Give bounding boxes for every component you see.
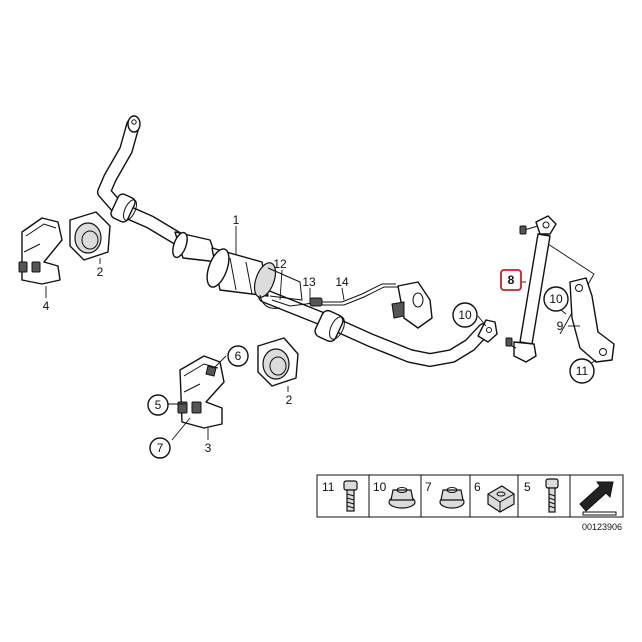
callout-11: 11 [576, 364, 589, 378]
legend-cell-7: 7 [425, 480, 465, 509]
bracket-3 [177, 355, 225, 429]
callout-8: 8 [508, 273, 515, 287]
stabilizer-actuator [172, 231, 303, 301]
callout-2-lower: 2 [286, 393, 293, 407]
flange-nut-icon [388, 487, 416, 509]
bar-bushing-left [110, 193, 137, 223]
callout-10-right: 10 [549, 292, 563, 306]
link-bracket-9 [569, 277, 615, 363]
legend-cell-10: 10 [373, 480, 416, 509]
legend-cell-5: 5 [524, 478, 559, 513]
legend-label-10: 10 [373, 480, 387, 494]
callout-3: 3 [205, 441, 212, 455]
hardware-legend: 11 10 7 6 [316, 474, 624, 518]
legend-label-7: 7 [425, 480, 432, 494]
callout-10-left: 10 [458, 308, 472, 322]
sheet-number: 00123906 [582, 522, 622, 532]
callout-14: 14 [335, 275, 349, 289]
legend-label-11: 11 [322, 480, 335, 494]
callout-6-circle [227, 345, 249, 367]
stabilizer-bar [97, 115, 498, 367]
legend-label-5: 5 [524, 480, 531, 494]
front-direction-arrow-icon [579, 481, 617, 516]
legend-cell-6: 6 [474, 480, 515, 513]
flange-nut-icon [439, 487, 465, 509]
square-nut-icon [487, 485, 515, 513]
callout-13: 13 [302, 275, 316, 289]
callout-10-left-circle [452, 302, 478, 328]
callout-12: 12 [273, 257, 287, 271]
callout-8-highlight-box [500, 269, 522, 291]
callout-5: 5 [155, 398, 162, 412]
bracket-4 [18, 217, 63, 285]
callout-10-right-circle [543, 286, 569, 312]
callout-labels: 1 2 2 3 4 5 6 7 8 9 10 10 11 12 13 14 [43, 213, 595, 459]
callout-9: 9 [557, 319, 564, 333]
pressure-sensor [391, 281, 433, 329]
bolt-icon [343, 480, 358, 512]
callout-6: 6 [235, 349, 242, 363]
bolt-icon [545, 478, 559, 513]
bushing-2-upper [69, 211, 111, 261]
sensor-cable [259, 283, 398, 309]
callout-4: 4 [43, 299, 50, 313]
leader-lines [45, 226, 597, 441]
bar-bushing-right [314, 309, 345, 343]
legend-cell-11: 11 [322, 480, 358, 512]
bushing-2-lower [257, 337, 299, 387]
callout-2-upper: 2 [97, 265, 104, 279]
callout-7-circle [149, 437, 171, 459]
legend-label-6: 6 [474, 480, 481, 494]
callout-5-circle [147, 394, 169, 416]
callout-11-circle [569, 358, 595, 384]
callout-1: 1 [233, 213, 240, 227]
stabilizer-link [505, 215, 595, 363]
callout-7: 7 [157, 441, 164, 455]
